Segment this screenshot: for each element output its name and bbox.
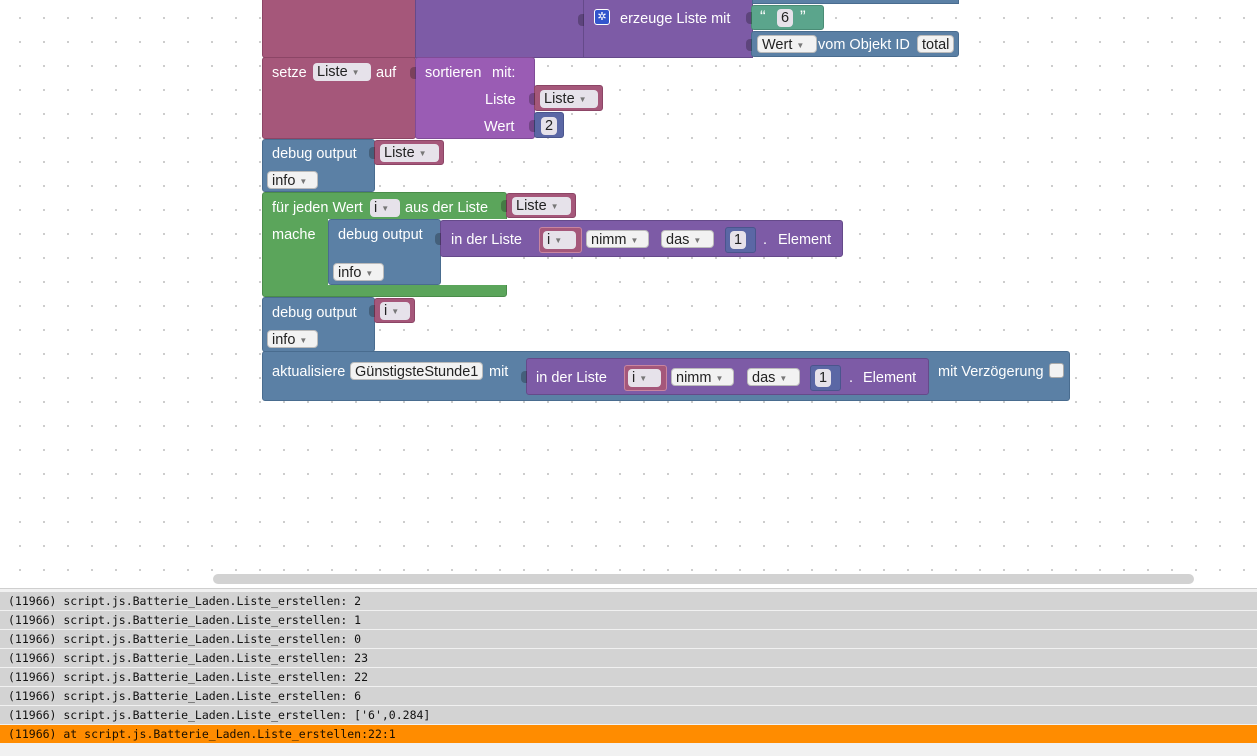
list-get-var-block-update[interactable]: i▼ <box>624 365 667 391</box>
dot-label-update: . <box>849 370 854 386</box>
index-number-field-update[interactable]: 1 <box>815 369 832 387</box>
log-line: (11966) script.js.Batterie_Laden.Liste_e… <box>0 630 1257 648</box>
sort-mit-label: mit: <box>492 65 516 81</box>
debug-level-dropdown-1[interactable]: info▼ <box>267 171 318 189</box>
index-number-field-inner[interactable]: 1 <box>730 231 747 249</box>
index-number-block-inner[interactable]: 1 <box>725 227 756 253</box>
debug-output-label-1: debug output <box>272 146 357 162</box>
horizontal-scrollbar[interactable] <box>213 574 1194 584</box>
debug-1-variable-block[interactable]: Liste▼ <box>369 140 444 165</box>
aktualisiere-label: aktualisiere <box>272 364 346 380</box>
target-state-field[interactable]: GünstigsteStunde1 <box>350 362 484 380</box>
top-right-strip <box>752 0 959 4</box>
sort-number-field[interactable]: 2 <box>541 117 558 135</box>
debug-output-label-2: debug output <box>272 305 357 321</box>
element-label-inner: Element <box>778 232 832 248</box>
variable-block-top[interactable] <box>262 0 416 58</box>
debug-output-block-2[interactable]: debug output info▼ <box>262 297 375 352</box>
index-number-block-update[interactable]: 1 <box>810 365 841 391</box>
in-der-liste-label-inner: in der Liste <box>451 232 522 248</box>
debug-output-block-1[interactable]: debug output info▼ <box>262 139 375 192</box>
update-mit-label: mit <box>489 364 509 380</box>
aus-der-liste-label: aus der Liste <box>405 200 489 216</box>
list-block-top[interactable] <box>415 0 585 58</box>
vom-objekt-label: vom Objekt ID <box>818 37 910 53</box>
log-line: (11966) script.js.Batterie_Laden.Liste_e… <box>0 706 1257 724</box>
auf-label: auf <box>376 65 397 81</box>
sort-liste-label: Liste <box>485 92 516 108</box>
debug-level-dropdown-inner[interactable]: info▼ <box>333 263 384 281</box>
dot-label-inner: . <box>763 232 768 248</box>
delay-checkbox[interactable] <box>1049 363 1064 378</box>
debug-level-dropdown-2[interactable]: info▼ <box>267 330 318 348</box>
log-line: (11966) script.js.Batterie_Laden.Liste_e… <box>0 649 1257 667</box>
list-get-var-dropdown-update[interactable]: i▼ <box>628 369 661 387</box>
delay-label: mit Verzögerung <box>938 364 1044 380</box>
sort-number-block[interactable]: 2 <box>529 112 564 138</box>
nimm-dropdown-update[interactable]: nimm▼ <box>671 368 734 386</box>
mache-label: mache <box>272 227 316 243</box>
quote-open: “ <box>760 7 766 26</box>
nimm-dropdown-inner[interactable]: nimm▼ <box>586 230 649 248</box>
foreach-list-dropdown[interactable]: Liste▼ <box>512 197 571 215</box>
setze-block[interactable]: setze Liste▼ auf <box>262 57 416 139</box>
gear-icon[interactable]: ✲ <box>594 9 610 25</box>
sort-list-variable-block[interactable]: Liste▼ <box>529 85 603 111</box>
debug-output-label-inner: debug output <box>338 227 423 243</box>
log-console: (11966) script.js.Batterie_Laden.Liste_e… <box>0 588 1257 756</box>
list-get-block-inner[interactable]: in der Liste i▼ nimm▼ das▼ 1 . Element <box>435 220 843 257</box>
quote-close: ” <box>800 7 806 26</box>
in-der-liste-label-update: in der Liste <box>536 370 607 386</box>
log-line: (11966) script.js.Batterie_Laden.Liste_e… <box>0 611 1257 629</box>
list-get-var-dropdown-inner[interactable]: i▼ <box>543 231 576 249</box>
list-get-var-block-inner[interactable]: i▼ <box>539 227 582 253</box>
setze-label: setze <box>272 65 307 81</box>
blockly-workspace[interactable]: ✲ erzeuge Liste mit “ 6 ” Wert▼ vom Obje… <box>0 0 1257 588</box>
element-label-update: Element <box>863 370 917 386</box>
create-list-block[interactable]: ✲ erzeuge Liste mit <box>578 0 753 58</box>
debug-1-variable-dropdown[interactable]: Liste▼ <box>380 144 439 162</box>
das-dropdown-inner[interactable]: das▼ <box>661 230 714 248</box>
log-line: (11966) script.js.Batterie_Laden.Liste_e… <box>0 668 1257 686</box>
sort-wert-label: Wert <box>484 119 515 135</box>
sort-list-dropdown[interactable]: Liste▼ <box>540 90 598 108</box>
log-error-line: (11966) at script.js.Batterie_Laden.List… <box>0 725 1257 743</box>
sortieren-label: sortieren <box>425 65 482 81</box>
das-dropdown-update[interactable]: das▼ <box>747 368 800 386</box>
log-line: (11966) script.js.Batterie_Laden.Liste_e… <box>0 687 1257 705</box>
setze-variable-dropdown[interactable]: Liste▼ <box>313 63 371 81</box>
object-value-block[interactable]: Wert▼ vom Objekt ID total <box>746 31 959 57</box>
sort-block[interactable]: sortieren mit: Liste Wert <box>410 57 535 139</box>
debug-2-variable-dropdown[interactable]: i▼ <box>380 302 410 320</box>
object-id-field[interactable]: total <box>917 35 955 53</box>
create-list-label: erzeuge Liste mit <box>620 11 731 27</box>
list-get-block-update[interactable]: in der Liste i▼ nimm▼ das▼ 1 . Element <box>521 358 929 395</box>
text-block[interactable]: “ 6 ” <box>746 5 824 30</box>
wert-dropdown[interactable]: Wert▼ <box>757 35 817 53</box>
debug-2-variable-block[interactable]: i▼ <box>369 298 415 323</box>
foreach-variable-dropdown[interactable]: i▼ <box>370 199 400 217</box>
foreach-list-variable-block[interactable]: Liste▼ <box>501 193 576 218</box>
text-value-field[interactable]: 6 <box>777 9 794 27</box>
foreach-label: für jeden Wert <box>272 200 363 216</box>
log-line: (11966) script.js.Batterie_Laden.Liste_e… <box>0 592 1257 610</box>
debug-output-block-inner[interactable]: debug output info▼ <box>328 219 441 285</box>
